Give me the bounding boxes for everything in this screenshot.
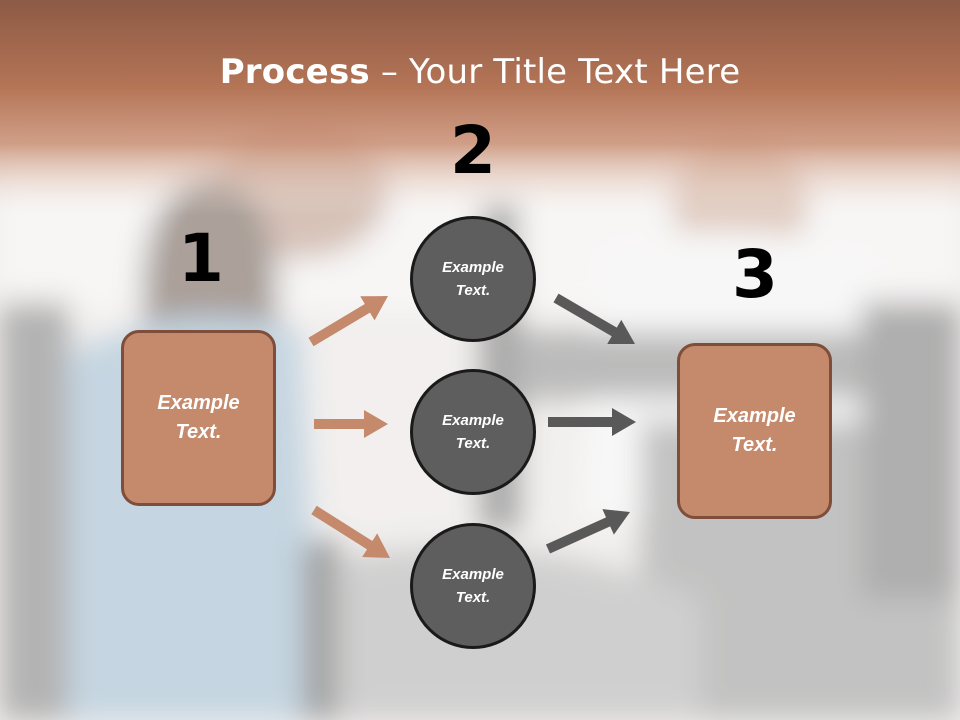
arrow-circle1-to-box3 (553, 293, 635, 345)
page-title: Process – Your Title Text Here (0, 52, 960, 92)
arrow-box1-to-circle2 (314, 410, 388, 438)
arrow-box1-to-circle3 (311, 505, 390, 558)
step-3-box: Example Text. (677, 343, 832, 519)
step-1-text: Example Text. (157, 392, 240, 443)
circle-2: Example Text. (410, 369, 536, 495)
step-number-3: 3 (732, 236, 778, 313)
circle-3: Example Text. (410, 523, 536, 649)
arrow-box1-to-circle1 (308, 296, 389, 347)
circle-1-text: Example Text. (442, 259, 504, 299)
arrow-circle3-to-box3 (545, 509, 631, 554)
step-number-1: 1 (178, 220, 224, 297)
arrow-circle2-to-box3 (548, 408, 636, 436)
circle-3-text: Example Text. (442, 566, 504, 606)
circle-2-text: Example Text. (442, 412, 504, 452)
title-bold: Process (219, 52, 370, 92)
step-number-2: 2 (450, 112, 496, 189)
step-3-text: Example Text. (713, 405, 796, 456)
step-1-box: Example Text. (121, 330, 276, 506)
circle-1: Example Text. (410, 216, 536, 342)
title-rest: – Your Title Text Here (369, 52, 741, 92)
